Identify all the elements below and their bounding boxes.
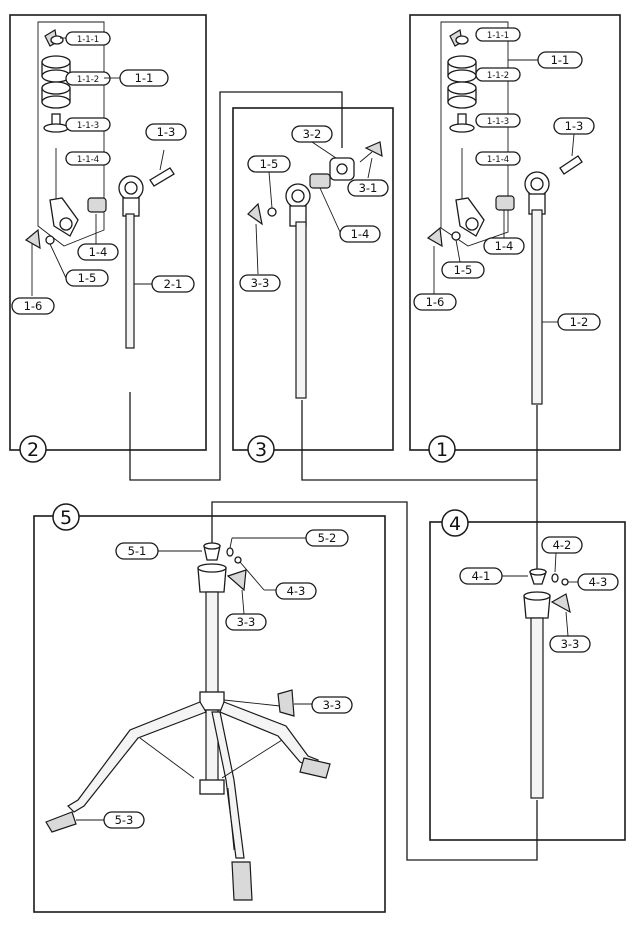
step-1-parts: [426, 21, 583, 405]
label-step2-1-1-3: 1-1-3: [65, 117, 111, 132]
label-step1-1-1-4: 1-1-4: [475, 151, 521, 166]
label-step3-3-2: 3-2: [291, 125, 333, 143]
label-step5-3-3-upper: 3-3: [225, 613, 267, 631]
label-step1-1-3: 1-3: [553, 117, 595, 135]
svg-text:1-4: 1-4: [495, 239, 514, 253]
label-step2-2-1: 2-1: [151, 275, 195, 293]
label-step3-3-3: 3-3: [239, 274, 281, 292]
svg-text:4-3: 4-3: [589, 575, 608, 589]
svg-text:1-4: 1-4: [351, 227, 370, 241]
svg-text:1-1-1: 1-1-1: [487, 31, 509, 41]
label-step2-1-1: 1-1: [119, 69, 169, 87]
svg-text:3-3: 3-3: [323, 698, 342, 712]
step-4-frame: [429, 521, 626, 841]
svg-text:1-1: 1-1: [551, 53, 570, 67]
label-step2-1-3: 1-3: [145, 123, 187, 141]
label-step5-3-3-lower: 3-3: [311, 696, 353, 714]
step-badge-1: 1: [428, 435, 456, 463]
label-step5-4-3: 4-3: [275, 582, 317, 600]
label-step4-3-3: 3-3: [549, 635, 591, 653]
step-badge-2: 2: [19, 435, 47, 463]
label-step1-1-1-3: 1-1-3: [475, 113, 521, 128]
svg-text:5-3: 5-3: [115, 813, 134, 827]
svg-text:2: 2: [27, 439, 39, 461]
label-step2-1-1-1: 1-1-1: [65, 31, 111, 46]
label-step1-1-1-2: 1-1-2: [475, 67, 521, 82]
connector-step4-to-step5: [211, 501, 538, 861]
svg-text:5: 5: [60, 507, 72, 529]
svg-text:1-2: 1-2: [570, 315, 589, 329]
connector-step2-to-step3: [129, 91, 343, 481]
svg-text:5-2: 5-2: [318, 531, 337, 545]
label-step5-5-1: 5-1: [115, 542, 159, 560]
svg-text:1-1-2: 1-1-2: [77, 75, 99, 85]
svg-text:1-6: 1-6: [24, 299, 43, 313]
label-step2-1-6: 1-6: [11, 297, 55, 315]
svg-text:1-1-4: 1-1-4: [77, 155, 99, 165]
label-step4-4-2: 4-2: [541, 536, 583, 554]
svg-text:3-3: 3-3: [561, 637, 580, 651]
label-step1-1-2: 1-2: [557, 313, 601, 331]
step-5-parts: [45, 542, 331, 901]
label-step5-5-3: 5-3: [103, 811, 145, 829]
step-2-frame: [9, 14, 207, 451]
step-1-frame: [409, 14, 621, 451]
step-5-frame: [33, 515, 386, 913]
svg-text:1-5: 1-5: [454, 263, 473, 277]
svg-text:1-1-3: 1-1-3: [77, 121, 99, 131]
step-badge-3: 3: [247, 435, 275, 463]
label-step3-3-1: 3-1: [347, 179, 389, 197]
svg-text:1-3: 1-3: [565, 119, 584, 133]
svg-text:3: 3: [255, 439, 267, 461]
label-step1-1-1-1: 1-1-1: [475, 27, 521, 42]
label-step1-1-5: 1-5: [441, 261, 485, 279]
step-badge-5: 5: [52, 503, 80, 531]
label-step1-1-4: 1-4: [483, 237, 525, 255]
svg-text:3-3: 3-3: [251, 276, 270, 290]
svg-text:3-2: 3-2: [303, 127, 322, 141]
label-step2-1-5: 1-5: [65, 269, 109, 287]
svg-text:1: 1: [436, 439, 448, 461]
svg-text:3-1: 3-1: [359, 181, 378, 195]
svg-text:1-5: 1-5: [78, 271, 97, 285]
svg-text:2-1: 2-1: [164, 277, 183, 291]
step-4-parts: [523, 568, 571, 799]
label-step1-1-6: 1-6: [413, 293, 457, 311]
svg-text:1-1-4: 1-1-4: [487, 155, 509, 165]
label-step2-1-1-4: 1-1-4: [65, 151, 111, 166]
step-2-parts: [24, 21, 175, 349]
label-step2-1-1-2: 1-1-2: [65, 71, 111, 86]
step-3-parts: [247, 141, 383, 399]
svg-text:1-6: 1-6: [426, 295, 445, 309]
svg-text:4-2: 4-2: [553, 538, 572, 552]
label-step4-4-3: 4-3: [577, 573, 619, 591]
step-3-frame: [232, 107, 394, 451]
svg-text:5-1: 5-1: [128, 544, 147, 558]
svg-text:4-3: 4-3: [287, 584, 306, 598]
svg-text:4: 4: [449, 513, 461, 535]
svg-text:1-4: 1-4: [89, 245, 108, 259]
svg-text:1-3: 1-3: [157, 125, 176, 139]
svg-text:3-3: 3-3: [237, 615, 256, 629]
label-step3-1-5: 1-5: [247, 155, 291, 173]
connector-step3-to-step4: [301, 400, 538, 570]
svg-text:1-5: 1-5: [260, 157, 279, 171]
step-badge-4: 4: [441, 509, 469, 537]
label-step3-1-4: 1-4: [339, 225, 381, 243]
svg-text:1-1-1: 1-1-1: [77, 35, 99, 45]
svg-text:1-1-2: 1-1-2: [487, 71, 509, 81]
label-step5-5-2: 5-2: [305, 529, 349, 547]
svg-text:1-1: 1-1: [135, 71, 154, 85]
label-step2-1-4: 1-4: [77, 243, 119, 261]
label-step4-4-1: 4-1: [459, 567, 503, 585]
svg-text:1-1-3: 1-1-3: [487, 117, 509, 127]
label-step1-1-1: 1-1: [537, 51, 583, 69]
svg-text:4-1: 4-1: [472, 569, 491, 583]
